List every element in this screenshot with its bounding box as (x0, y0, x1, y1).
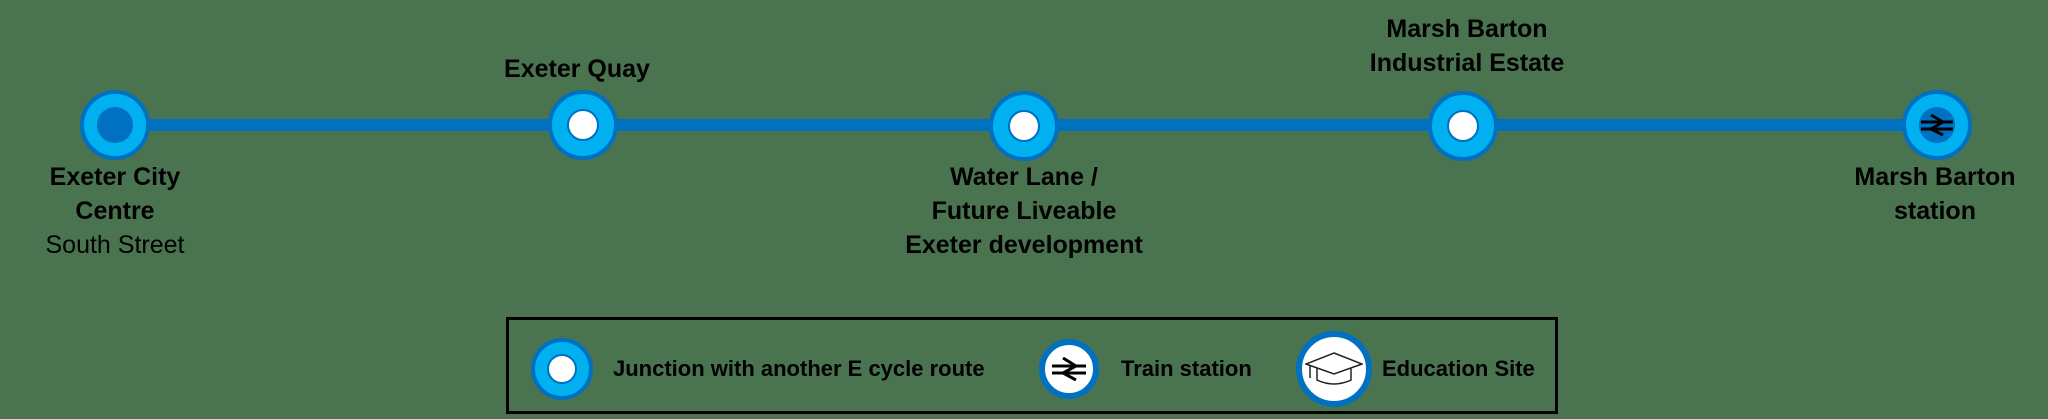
legend: Junction with another E cycle route Trai… (506, 317, 1558, 414)
junction-icon (1447, 110, 1479, 142)
stop-label-water-lane: Water Lane / Future Liveable Exeter deve… (905, 163, 1143, 259)
legend-item-junction: Junction with another E cycle route (531, 320, 985, 417)
legend-item-train-station: Train station (1039, 320, 1252, 417)
stop-node-exeter-city-centre (80, 90, 150, 160)
train-station-icon (1039, 338, 1099, 399)
junction-icon (567, 109, 599, 141)
train-station-icon (1919, 107, 1955, 143)
stop-label-marsh-barton-station: Marsh Barton station (1854, 163, 2016, 225)
stop-label-exeter-city-centre: Exeter City Centre South Street (45, 163, 185, 259)
stop-label-exeter-quay: Exeter Quay (504, 55, 650, 83)
stop-node-marsh-barton-industrial (1428, 91, 1498, 161)
stop-node-marsh-barton-station (1902, 90, 1972, 160)
legend-item-education-site: Education Site (1296, 320, 1535, 417)
junction-icon (531, 337, 593, 400)
stop-node-exeter-quay (548, 90, 618, 160)
stop-node-water-lane (989, 91, 1059, 161)
origin-dot-icon (97, 107, 133, 143)
junction-icon (1008, 110, 1040, 142)
stop-label-marsh-barton-industrial: Marsh Barton Industrial Estate (1369, 15, 1565, 77)
education-site-icon (1296, 330, 1372, 407)
